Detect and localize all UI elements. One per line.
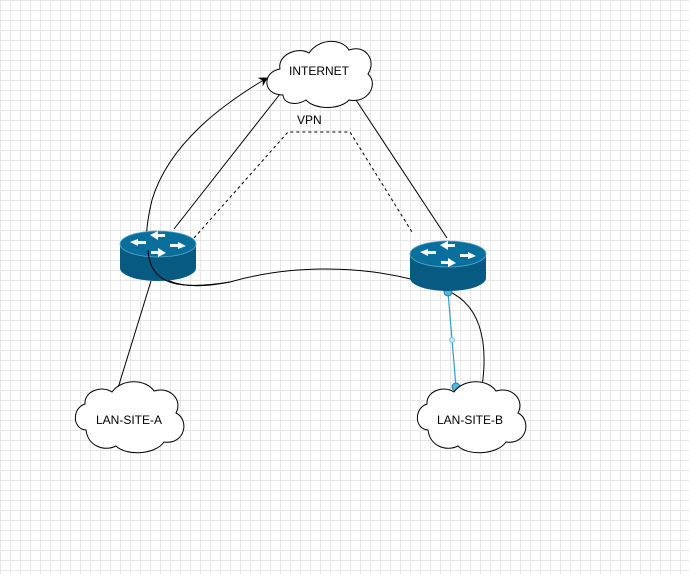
lan-site-a-label: LAN-SITE-A <box>96 413 162 427</box>
lan-site-a-cloud[interactable]: LAN-SITE-A <box>74 381 185 454</box>
router-icon <box>119 230 197 281</box>
cloud-icon <box>74 381 185 454</box>
link-router-a-to-internet[interactable] <box>173 93 281 230</box>
lan-site-b-cloud[interactable]: LAN-SITE-B <box>416 381 527 454</box>
lan-site-b-label: LAN-SITE-B <box>437 413 503 427</box>
router-a[interactable] <box>119 230 197 281</box>
link-router-b-to-lan-b-selected[interactable] <box>443 287 461 392</box>
internet-label: INTERNET <box>289 64 350 78</box>
router-b[interactable] <box>409 240 487 291</box>
vpn-label: VPN <box>297 113 322 127</box>
link-mid-handle[interactable] <box>449 337 455 343</box>
cloud-icon <box>416 381 527 454</box>
link-router-a-to-lan-a[interactable] <box>117 280 152 389</box>
curved-link-overlay <box>147 249 231 286</box>
internet-cloud[interactable]: INTERNET <box>266 40 373 108</box>
cloud-icon <box>266 40 373 108</box>
vpn-tunnel[interactable]: VPN <box>193 113 413 239</box>
router-icon <box>409 240 487 291</box>
link-router-b-to-internet[interactable] <box>355 99 448 239</box>
